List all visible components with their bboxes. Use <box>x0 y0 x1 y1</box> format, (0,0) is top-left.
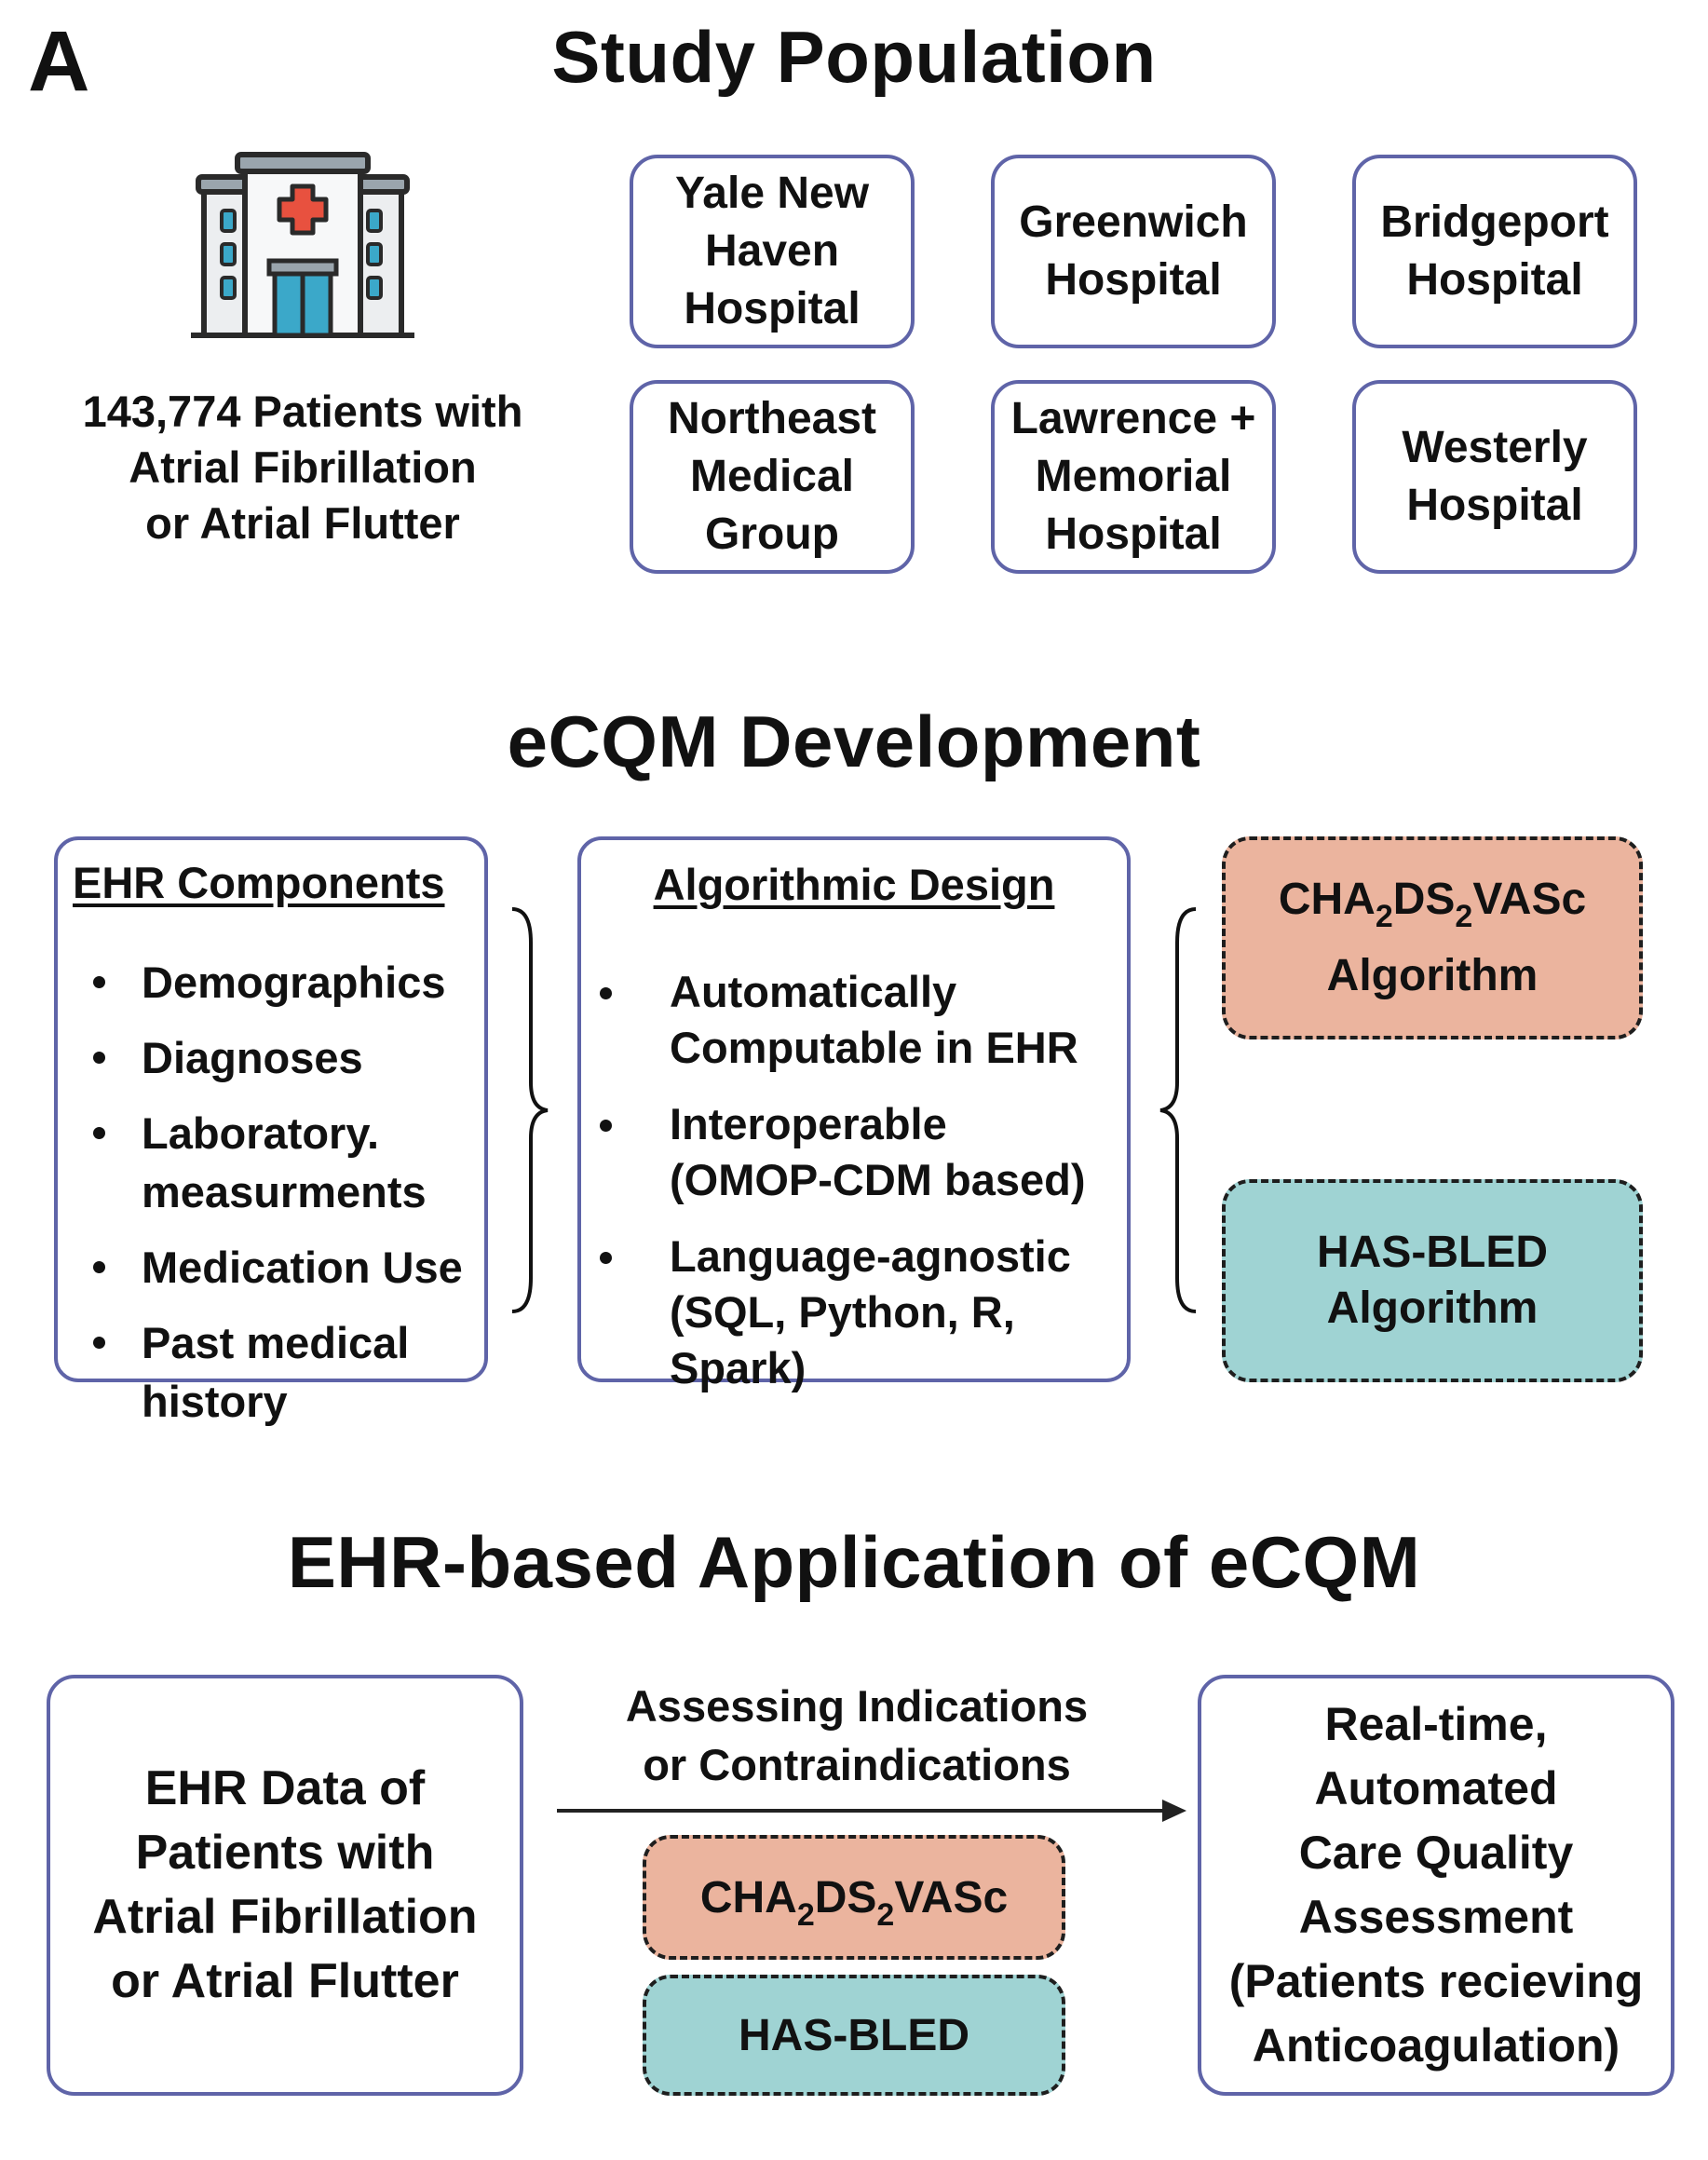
ehr-components-list: Demographics Diagnoses Laboratory. measu… <box>73 936 484 1447</box>
cha-text: CHA <box>1278 875 1376 924</box>
list-item: Laboratory. measurments <box>73 1104 484 1221</box>
list-item: Language-agnostic (SQL, Python, R, Spark… <box>581 1229 1127 1396</box>
cha-text: CHA <box>699 1872 797 1922</box>
panel-letter: A <box>28 14 90 109</box>
hospital-name: Bridgeport Hospital <box>1380 197 1609 305</box>
patients-count-text: 143,774 Patients with Atrial Fibrillatio… <box>82 387 523 548</box>
ehr-components-title: EHR Components <box>73 858 445 907</box>
hospital-box-westerly: Westerly Hospital <box>1352 380 1637 574</box>
hospital-name: Greenwich Hospital <box>1019 197 1248 305</box>
algorithmic-design-list: Automatically Computable in EHR Interope… <box>581 947 1127 1417</box>
arrow-label: Assessing Indications or Contraindicatio… <box>625 1681 1089 1789</box>
hospital-name: Northeast Medical Group <box>667 394 877 559</box>
list-item: Interoperable (OMOP-CDM based) <box>581 1096 1127 1208</box>
hospital-box-yale: Yale New Haven Hospital <box>630 155 915 348</box>
quality-assessment-output-box: Real-time, Automated Care Quality Assess… <box>1198 1675 1674 2096</box>
cha2ds2vasc-algorithm-box: CHA2DS2VASc Algorithm <box>1222 836 1643 1039</box>
algorithmic-design-title: Algorithmic Design <box>653 860 1055 909</box>
cha-subscript: 2 <box>796 1896 815 1933</box>
ehr-components-panel: EHR Components Demographics Diagnoses La… <box>54 836 488 1426</box>
hospital-box-bridgeport: Bridgeport Hospital <box>1352 155 1637 348</box>
hospital-name: Lawrence + Memorial Hospital <box>1010 394 1256 559</box>
list-item: Past medical history <box>73 1313 484 1431</box>
vasc-text: VASc <box>1472 875 1587 924</box>
ds-text: DS <box>1392 875 1456 924</box>
ehr-data-input-text: EHR Data of Patients with Atrial Fibrill… <box>92 1761 478 2008</box>
list-item: Demographics <box>73 953 484 1012</box>
hospital-box-lawrence: Lawrence + Memorial Hospital <box>991 380 1276 574</box>
hasbled-algorithm-box: HAS-BLED Algorithm <box>1222 1179 1643 1382</box>
quality-assessment-text: Real-time, Automated Care Quality Assess… <box>1228 1698 1644 2072</box>
ds-subscript: 2 <box>1455 899 1473 934</box>
cha2ds2vasc-algorithm-label: CHA2DS2VASc Algorithm <box>1279 872 1586 1004</box>
vasc-text: VASc <box>894 1872 1009 1922</box>
hasbled-score-label: HAS-BLED <box>739 2010 969 2060</box>
brace-right <box>511 907 549 1313</box>
hospital-box-northeast: Northeast Medical Group <box>630 380 915 574</box>
ds-text: DS <box>814 1872 877 1922</box>
ds-subscript: 2 <box>876 1896 895 1933</box>
ehr-data-input-box: EHR Data of Patients with Atrial Fibrill… <box>47 1675 523 2096</box>
hospital-box-greenwich: Greenwich Hospital <box>991 155 1276 348</box>
hospital-icon <box>191 152 414 338</box>
list-item: Diagnoses <box>73 1028 484 1087</box>
hospital-name: Yale New Haven Hospital <box>674 169 870 333</box>
list-item: Automatically Computable in EHR <box>581 964 1127 1076</box>
cha2ds2vasc-score-box: CHA2DS2VASc <box>643 1835 1065 1960</box>
brace-left <box>1159 907 1197 1313</box>
hasbled-score-box: HAS-BLED <box>643 1975 1065 2096</box>
algorithmic-design-panel: Algorithmic Design Automatically Computa… <box>577 836 1131 1392</box>
hasbled-text: HAS-BLED <box>1317 1228 1548 1277</box>
cha-subscript: 2 <box>1375 899 1393 934</box>
study-population-heading: Study Population <box>551 16 1157 98</box>
ecqm-development-heading: eCQM Development <box>507 700 1201 782</box>
right-arrow <box>557 1800 1186 1822</box>
cha2ds2vasc-score-label: CHA2DS2VASc <box>699 1872 1009 1931</box>
hospital-name: Westerly Hospital <box>1402 423 1588 530</box>
algorithm-word: Algorithm <box>1326 951 1539 1000</box>
application-heading: EHR-based Application of eCQM <box>287 1521 1421 1603</box>
algorithm-word: Algorithm <box>1326 1284 1539 1333</box>
hasbled-algorithm-label: HAS-BLED Algorithm <box>1317 1225 1548 1337</box>
list-item: Medication Use <box>73 1238 484 1297</box>
